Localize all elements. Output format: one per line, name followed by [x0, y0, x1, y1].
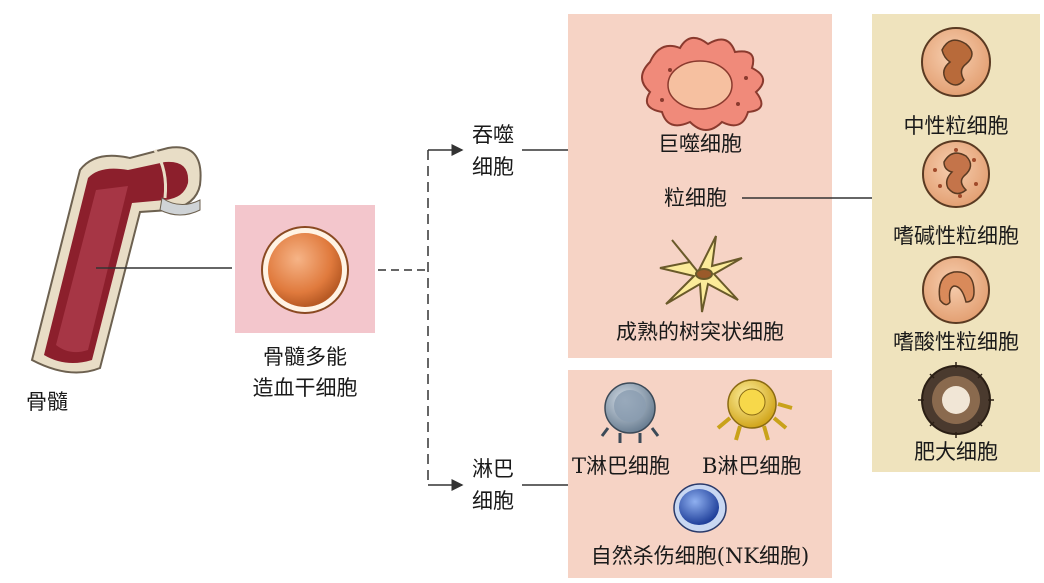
macrophage-icon: [641, 37, 764, 131]
mast-cell-label: 肥大细胞: [914, 440, 998, 464]
stem-cell-icon: [261, 226, 349, 314]
basophil-icon: [922, 140, 990, 208]
eosinophil-icon: [922, 256, 990, 324]
dendritic-cell-label: 成熟的树突状细胞: [616, 320, 784, 344]
bone-cross-section-icon: [30, 146, 202, 374]
b-cell-label: B淋巴细胞: [702, 454, 802, 478]
macrophage-label: 巨噬细胞: [658, 132, 742, 156]
granulocyte-label: 粒细胞: [664, 186, 727, 210]
neutrophil-label: 中性粒细胞: [903, 114, 1009, 138]
phagocyte-branch-line2: 细胞: [472, 155, 514, 179]
lymphocyte-branch-line1: 淋巴: [472, 457, 514, 481]
eosinophil-label: 嗜酸性粒细胞: [893, 330, 1019, 354]
neutrophil-icon: [921, 27, 991, 97]
basophil-label: 嗜碱性粒细胞: [893, 224, 1019, 248]
t-cell-label: T淋巴细胞: [572, 454, 671, 478]
b-cell-icon: [716, 379, 793, 441]
mast-cell-icon: [918, 362, 994, 438]
phagocyte-branch-line1: 吞噬: [472, 123, 514, 147]
lymphocyte-branch-line2: 细胞: [472, 489, 514, 513]
t-cell-icon: [600, 382, 660, 443]
nk-cell-icon: [673, 483, 727, 533]
stem-cell-label-line2: 造血干细胞: [252, 376, 358, 400]
stem-cell-label-line1: 骨髓多能: [263, 345, 347, 369]
dendritic-cell-icon: [659, 235, 743, 313]
nk-cell-label: 自然杀伤细胞(NK细胞): [590, 544, 810, 568]
bone-marrow-label: 骨髓: [26, 390, 68, 414]
branch-connectors: [378, 144, 872, 491]
